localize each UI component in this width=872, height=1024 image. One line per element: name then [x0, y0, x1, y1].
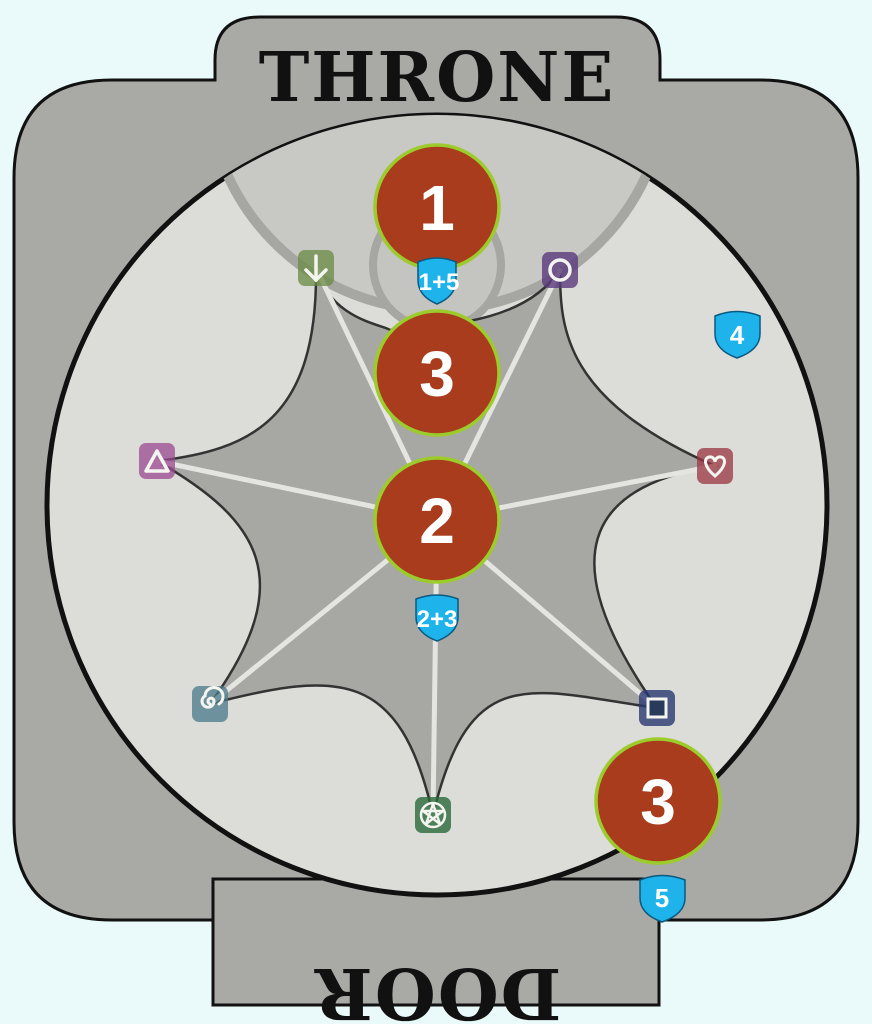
pentagram-icon: [419, 801, 447, 829]
door-tab: [211, 877, 661, 1007]
token-label: 2: [419, 485, 455, 557]
token-door-side[interactable]: 3: [594, 737, 722, 865]
star-point-triangle[interactable]: [139, 443, 175, 479]
token-label: 3: [640, 766, 676, 838]
shield-label: 4: [730, 320, 745, 350]
shield-throne[interactable]: 1+5: [417, 257, 460, 305]
throne-label: THRONE: [259, 38, 616, 118]
shield-center-low[interactable]: 2+3: [415, 594, 459, 642]
token-label: 3: [419, 338, 455, 410]
door-label: DOOR: [313, 952, 562, 1024]
star-point-pentagram[interactable]: [415, 797, 451, 833]
star-point-heart[interactable]: [697, 448, 733, 484]
token-throne-top[interactable]: 1: [373, 143, 501, 271]
shield-door[interactable]: 5: [639, 874, 686, 923]
shield-label: 2+3: [417, 606, 458, 633]
spiral-icon: [200, 686, 225, 709]
token-center[interactable]: 2: [373, 456, 501, 584]
shield-label: 5: [655, 883, 669, 913]
shield-right[interactable]: 4: [714, 310, 761, 359]
star-point-circle[interactable]: [542, 252, 578, 288]
star-point-arrow[interactable]: [298, 250, 334, 286]
square-icon: [646, 697, 668, 719]
token-upper[interactable]: 3: [373, 309, 501, 437]
star-point-square[interactable]: [639, 690, 675, 726]
circle-icon: [548, 258, 572, 282]
token-label: 1: [419, 172, 455, 244]
shield-label: 1+5: [419, 269, 460, 296]
star-point-spiral[interactable]: [192, 686, 228, 722]
arrow-down-icon: [304, 254, 328, 283]
heart-icon: [704, 455, 726, 478]
triangle-icon: [144, 449, 170, 473]
